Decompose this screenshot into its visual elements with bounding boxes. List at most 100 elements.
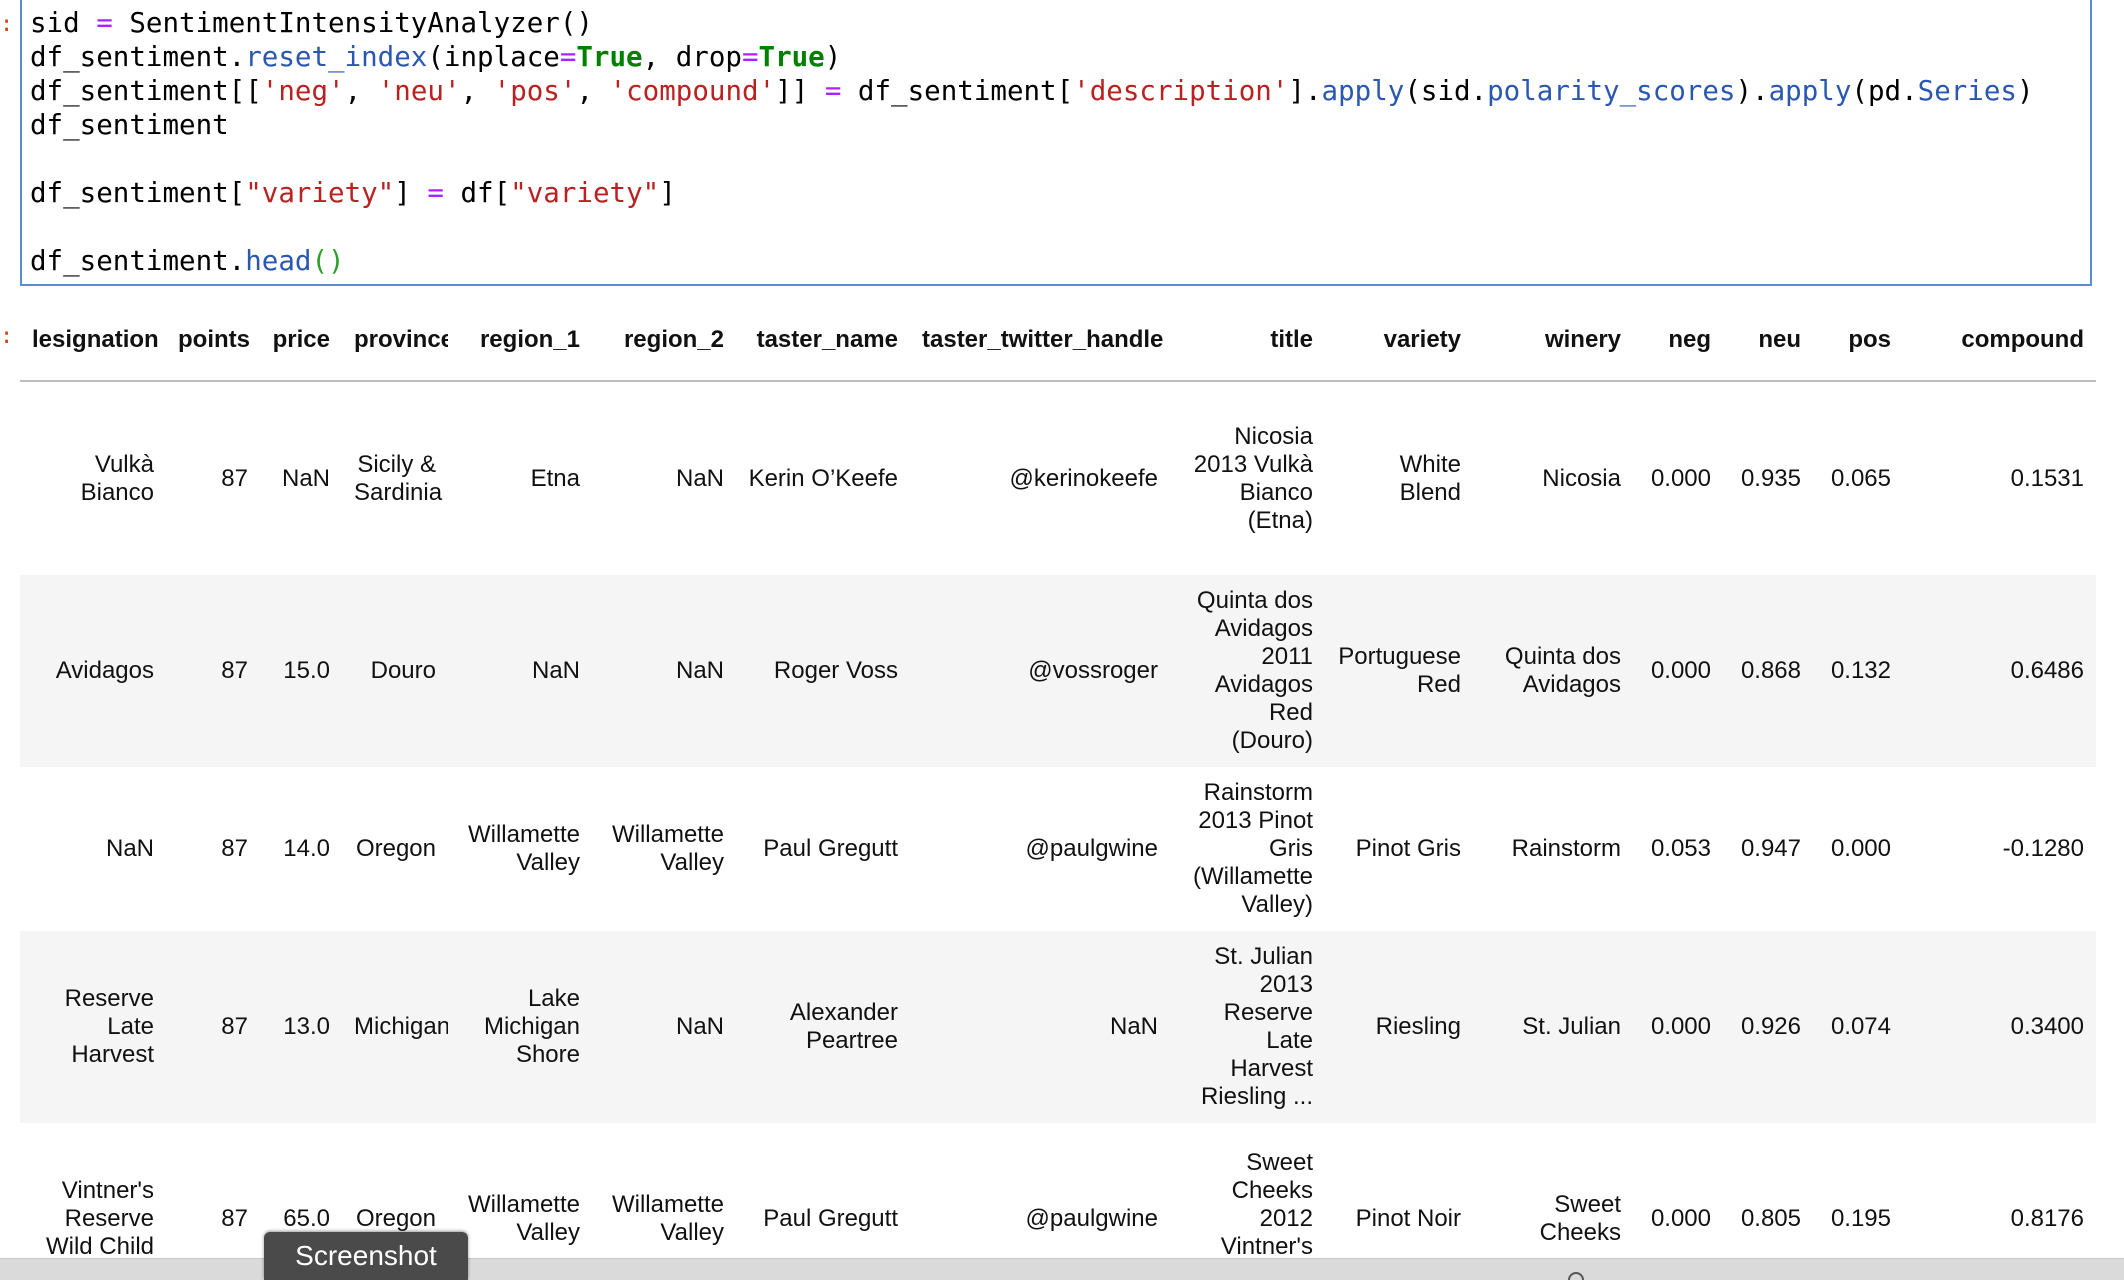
code-token: df_sentiment[	[841, 75, 1074, 107]
code-token: ,	[344, 75, 378, 107]
table-cell: Vulkà Bianco	[80, 450, 154, 506]
bottom-scrollbar[interactable]	[0, 1258, 2124, 1280]
code-token: df_sentiment[	[30, 177, 246, 209]
table-cell: Pinot Gris	[1355, 835, 1461, 862]
column-header-region-1: region_1	[448, 300, 592, 382]
column-header-pos: pos	[1813, 300, 1903, 382]
code-token: =	[741, 41, 759, 73]
table-cell: 65.0	[283, 1205, 330, 1232]
code-token: SentimentIntensityAnalyzer()	[112, 7, 593, 39]
table-cell: 0.074	[1830, 1013, 1891, 1040]
code-token: df_sentiment[[	[30, 75, 262, 107]
table-cell: Vintner's Reserve Wild Child	[45, 1177, 154, 1260]
code-token: (sid.	[1404, 75, 1488, 107]
table-cell: Avidagos	[55, 657, 154, 684]
table-cell: 0.132	[1830, 657, 1891, 684]
code-token: apply	[1768, 75, 1852, 107]
table-cell: 87	[221, 657, 248, 684]
table-cell: 0.065	[1830, 464, 1891, 492]
table-cell: Quinta dos Avidagos	[1504, 643, 1621, 698]
column-header-winery: winery	[1473, 300, 1633, 382]
cell-prompt-marker: :	[0, 12, 14, 37]
column-header-taster-twitter-handle: taster_twitter_handle	[910, 300, 1170, 382]
column-header-province: province	[342, 300, 448, 382]
table-cell: 0.195	[1830, 1205, 1891, 1232]
code-token: (inplace	[427, 41, 560, 73]
code-token: ]	[659, 177, 676, 209]
table-cell: Pinot Noir	[1355, 1205, 1461, 1232]
code-token: apply	[1321, 75, 1405, 107]
code-line-2: df_sentiment.reset_index(inplace=True, d…	[30, 40, 2090, 74]
table-cell: Willamette Valley	[467, 1191, 580, 1246]
table-cell: 87	[221, 464, 248, 492]
code-token: =	[559, 41, 577, 73]
table-cell: 0.000	[1650, 1205, 1711, 1232]
screenshot-button[interactable]: Screenshot	[264, 1232, 468, 1280]
code-token: df_sentiment.	[30, 245, 246, 277]
table-cell: Portuguese Red	[1338, 643, 1461, 698]
column-header-neu: neu	[1723, 300, 1813, 382]
code-token: reset_index	[245, 41, 428, 73]
table-cell: NaN	[281, 464, 330, 492]
table-cell: Willamette Valley	[611, 1191, 724, 1246]
code-token: True	[576, 41, 643, 73]
table-cell: Oregon	[355, 1205, 436, 1232]
scroll-indicator[interactable]	[1568, 1272, 1584, 1280]
code-token: 'pos'	[493, 75, 577, 107]
code-line-6: df_sentiment["variety"] = df["variety"]	[30, 176, 2090, 210]
table-cell: Lake Michigan Shore	[483, 985, 580, 1068]
table-cell: Paul Gregutt	[763, 835, 898, 862]
table-cell: @vossroger	[1028, 657, 1158, 684]
code-token: Series	[1917, 75, 2017, 107]
code-cell[interactable]: sid = SentimentIntensityAnalyzer() df_se…	[20, 0, 2092, 286]
table-cell: 0.000	[1650, 657, 1711, 684]
column-header-neg: neg	[1633, 300, 1723, 382]
code-token: ]]	[775, 75, 825, 107]
code-token: =	[824, 75, 842, 107]
table-cell: Reserve Late Harvest	[64, 985, 154, 1068]
code-token: ]	[394, 177, 428, 209]
table-cell: 0.053	[1650, 835, 1711, 862]
code-token: ,	[460, 75, 494, 107]
table-cell: 13.0	[283, 1013, 330, 1040]
table-cell: Michigan	[354, 1013, 448, 1040]
table-cell: Kerin O’Keefe	[748, 464, 898, 492]
table-cell: NaN	[531, 657, 580, 684]
table-cell: @paulgwine	[1025, 835, 1158, 862]
column-header-points: points	[166, 300, 260, 382]
code-line-8: df_sentiment.head()	[30, 244, 2090, 278]
table-cell: Sweet Cheeks	[1539, 1191, 1621, 1246]
table-cell: St. Julian 2013 Reserve Late Harvest Rie…	[1200, 943, 1313, 1110]
table-cell: @kerinokeefe	[1009, 464, 1158, 492]
code-token: "variety"	[245, 177, 395, 209]
table-cell: St. Julian	[1522, 1013, 1621, 1040]
output-prompt-marker: :	[0, 324, 14, 349]
column-header-title: title	[1170, 300, 1325, 382]
table-cell: Roger Voss	[773, 657, 898, 684]
table-cell: 0.1531	[2010, 464, 2084, 492]
table-cell: Nicosia 2013 Vulkà Bianco (Etna)	[1193, 422, 1313, 534]
code-token: sid	[30, 7, 97, 39]
table-cell: Oregon	[355, 835, 436, 862]
code-token: 'compound'	[609, 75, 776, 107]
table-cell: Willamette Valley	[611, 821, 724, 876]
code-token: 'neu'	[377, 75, 461, 107]
table-cell: 0.6486	[2010, 657, 2084, 684]
table-cell: Quinta dos Avidagos 2011 Avidagos Red (D…	[1196, 587, 1313, 754]
table-cell: White Blend	[1399, 450, 1461, 506]
table-cell: 0.3400	[2010, 1013, 2084, 1040]
code-line-4: df_sentiment	[30, 108, 2090, 142]
code-token: (pd.	[1851, 75, 1918, 107]
column-header-region-2: region_2	[592, 300, 736, 382]
table-cell: 0.868	[1740, 657, 1801, 684]
column-header-variety: variety	[1325, 300, 1473, 382]
code-token: =	[96, 7, 113, 39]
code-token: ].	[1288, 75, 1322, 107]
column-header-compound: compound	[1903, 300, 2096, 382]
code-token: ()	[311, 245, 345, 277]
